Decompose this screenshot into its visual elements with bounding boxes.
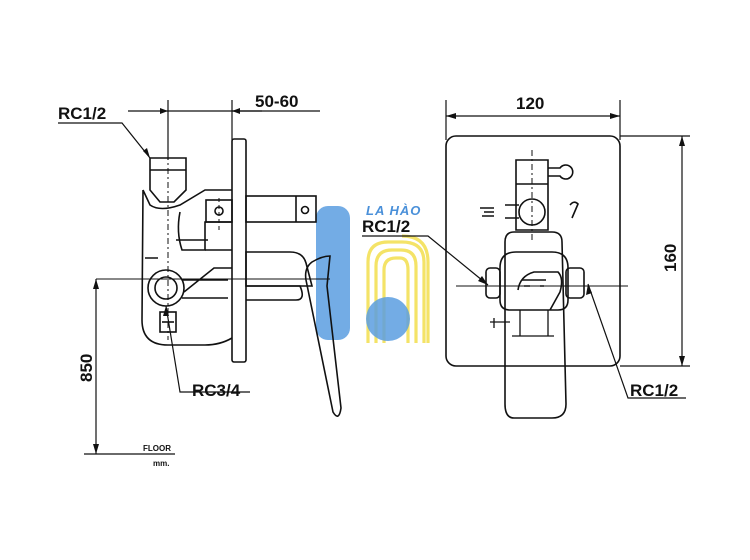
label-height-160: 160 [661, 244, 680, 272]
bottom-outlet-inner [154, 276, 178, 300]
label-rc-top-left: RC1/2 [58, 104, 106, 123]
watermark-text: LA HÀO [366, 203, 421, 218]
label-depth: 50-60 [255, 92, 298, 111]
diverter-knob [515, 159, 549, 231]
front-lever [504, 231, 567, 419]
watermark-logo: LA HÀO [316, 203, 430, 343]
label-height-850: 850 [77, 354, 96, 382]
handle-base [245, 251, 314, 287]
label-rc-bottom-left: RC3/4 [192, 381, 241, 400]
valve-body [141, 189, 233, 346]
front-view [445, 135, 628, 419]
lever-handle [304, 255, 342, 417]
hand-shower-symbol [569, 201, 579, 219]
bottom-outlet-outer [147, 269, 185, 307]
watermark-blue-bar [316, 206, 350, 340]
side-view-dimensions [58, 100, 320, 455]
shower-symbol [480, 207, 494, 217]
front-view-dimensions [362, 100, 690, 399]
cover-plate [445, 135, 621, 367]
top-inlet [149, 157, 187, 203]
diverter-cartridge [245, 195, 317, 223]
label-rc-right: RC1/2 [630, 381, 678, 400]
lever-head [499, 251, 569, 311]
label-floor-unit: mm. [153, 459, 169, 468]
label-width-120: 120 [516, 94, 544, 113]
label-rc-center: RC1/2 [362, 217, 410, 236]
wall-plate [231, 138, 247, 363]
label-floor: FLOOR [143, 444, 171, 453]
side-view [96, 138, 342, 417]
watermark-blue-dot [366, 297, 410, 341]
